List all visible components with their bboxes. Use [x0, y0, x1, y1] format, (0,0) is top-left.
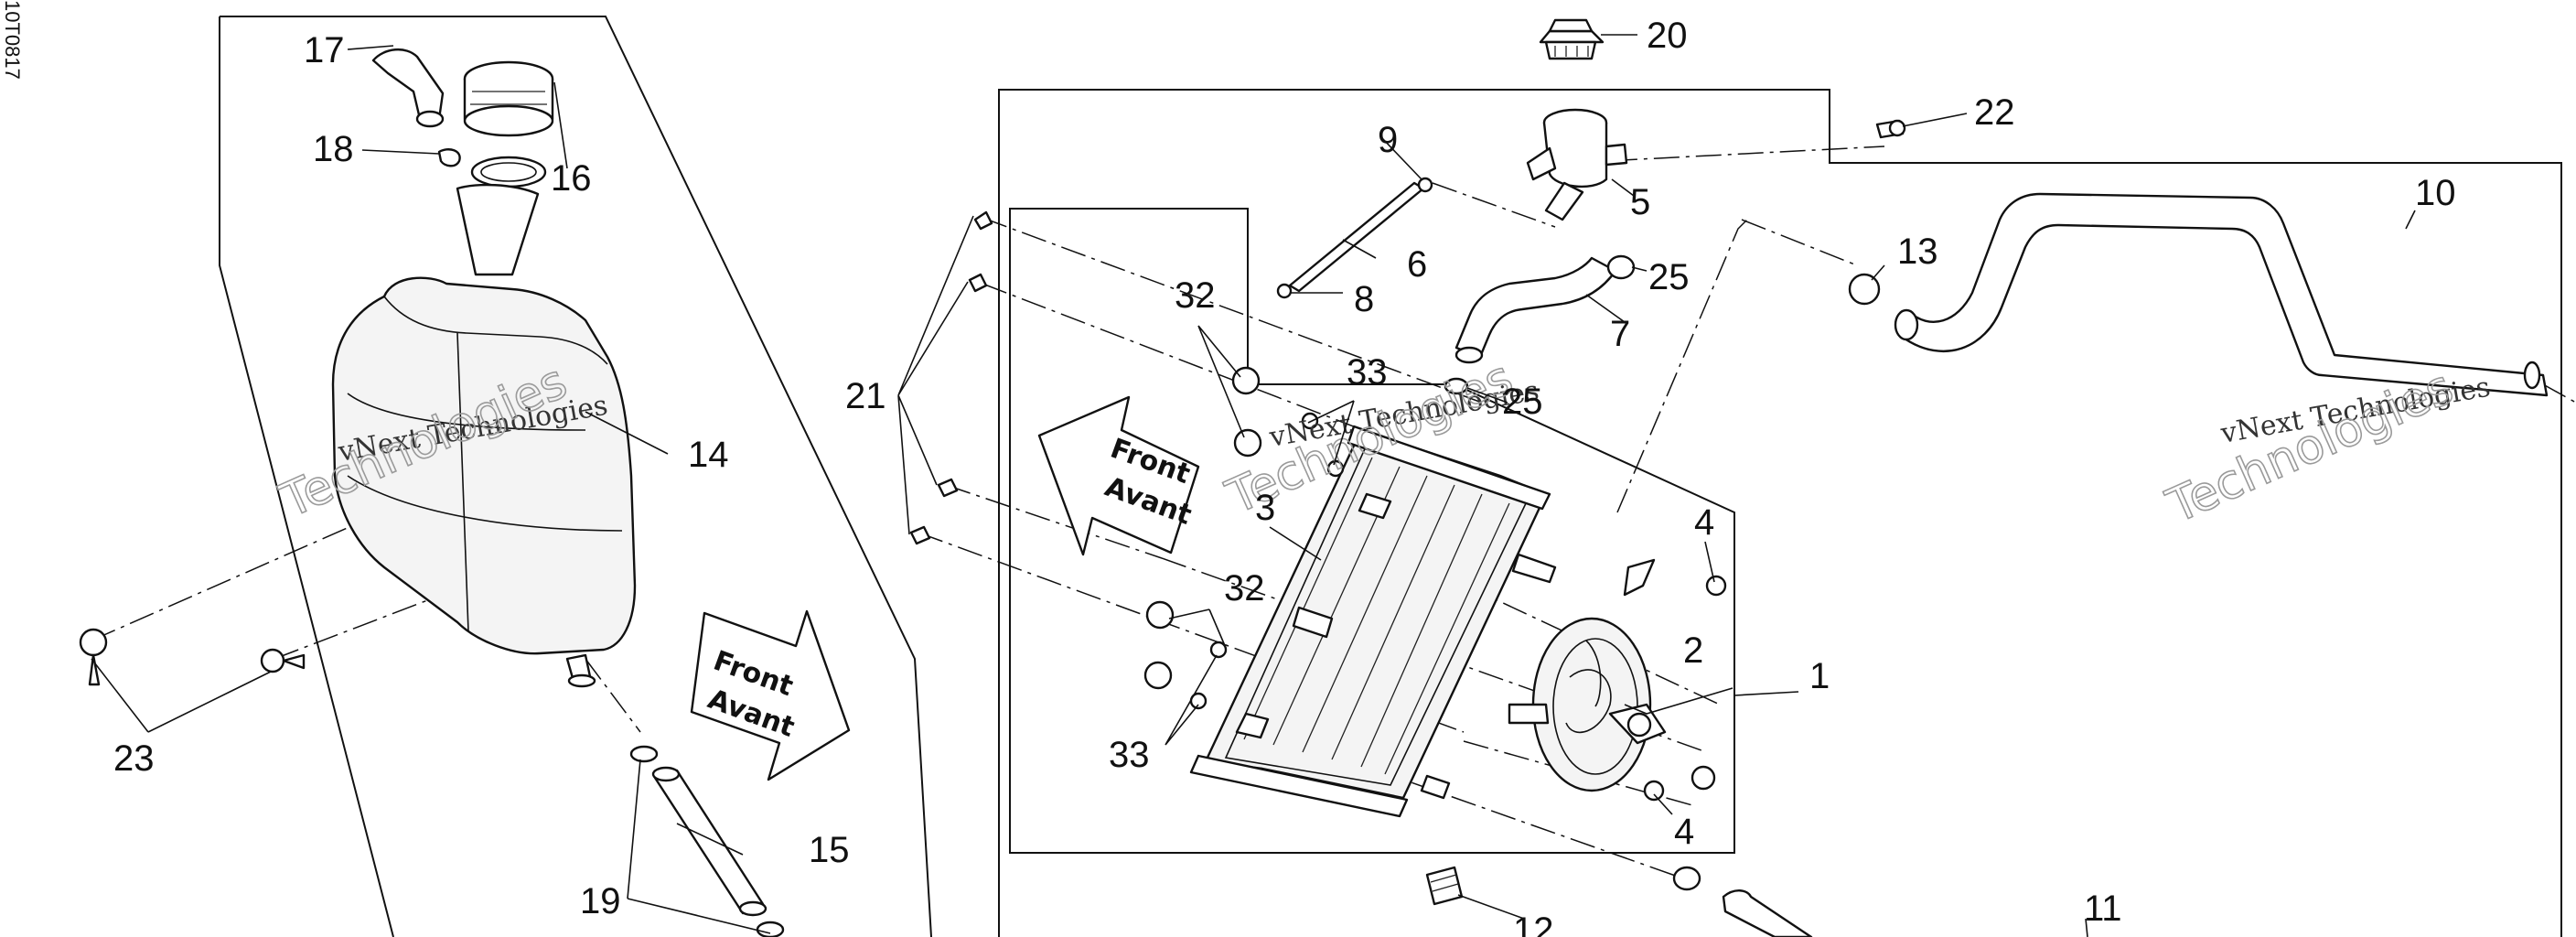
callout-16: 16 [551, 158, 592, 199]
radiator-3 [1189, 425, 1557, 818]
callout-9: 9 [1378, 120, 1398, 160]
clamp-18 [437, 148, 461, 167]
screws-23 [79, 628, 306, 686]
callout-20: 20 [1647, 16, 1688, 56]
callout-33-upper: 33 [1347, 352, 1388, 393]
hose-7 [1454, 256, 1617, 364]
radiator-group-frame [998, 89, 2562, 937]
watermark-right: vNext Technologies Technologies [2158, 359, 2493, 535]
hose-17 [371, 48, 445, 128]
callout-23: 23 [113, 738, 155, 779]
fan-2 [1508, 558, 1667, 792]
screws-21 [909, 210, 993, 545]
reservoir-group-frame [219, 16, 932, 937]
hose-15 [651, 766, 767, 917]
front-arrow-reservoir: Front Avant [690, 609, 851, 781]
callout-4-lower: 4 [1674, 812, 1694, 852]
hose-outline-dashdot [1616, 219, 1748, 513]
callout-7: 7 [1610, 314, 1630, 354]
callout-2: 2 [1683, 630, 1703, 671]
screw-22 [1875, 119, 1906, 139]
callout-13: 13 [1897, 232, 1938, 272]
leader-lines [91, 34, 2416, 937]
radiator-subassembly-frame [1009, 208, 1735, 854]
svg-text:Technologies: Technologies [2159, 360, 2461, 534]
callout-32-lower: 32 [1224, 568, 1265, 609]
callout-6: 6 [1407, 244, 1427, 285]
callout-12: 12 [1513, 910, 1554, 937]
nuts-4 [1643, 575, 1727, 802]
filler-neck-5 [1526, 108, 1628, 221]
grommets-32 [1143, 366, 1262, 690]
rod-6 [1276, 177, 1433, 299]
callout-33-lower: 33 [1109, 735, 1150, 775]
callout-8: 8 [1354, 279, 1374, 319]
callout-5: 5 [1630, 182, 1650, 222]
hose-10 [1894, 192, 2549, 397]
fitting-12 [1425, 866, 1464, 906]
callout-14: 14 [688, 435, 729, 475]
callout-11: 11 [2084, 889, 2122, 929]
callout-17: 17 [304, 30, 345, 70]
callout-22: 22 [1974, 92, 2015, 133]
callout-numbers: 17 18 16 14 15 19 23 21 20 22 9 5 6 8 25… [113, 16, 2456, 937]
callout-21: 21 [845, 376, 886, 416]
clamp-13 [1848, 273, 1881, 306]
callout-18: 18 [313, 129, 354, 169]
callout-25-lower: 25 [1502, 382, 1543, 422]
callout-4-upper: 4 [1694, 502, 1714, 543]
callout-1: 1 [1809, 656, 1830, 696]
reference-code: 10T0817 [1, 0, 24, 80]
radiator-cap-20 [1539, 18, 1605, 60]
front-arrow-radiator: Front Avant [1037, 395, 1200, 556]
filler-neck-16 [463, 60, 554, 188]
callout-32-upper: 32 [1175, 275, 1216, 316]
callout-10: 10 [2415, 173, 2456, 213]
callout-25-upper: 25 [1648, 257, 1690, 297]
callout-15: 15 [809, 830, 850, 870]
callout-19: 19 [580, 881, 621, 921]
reservoir-tank-14 [331, 183, 637, 688]
callout-3: 3 [1255, 488, 1275, 528]
clamp-and-hose-11 [1672, 866, 1813, 937]
